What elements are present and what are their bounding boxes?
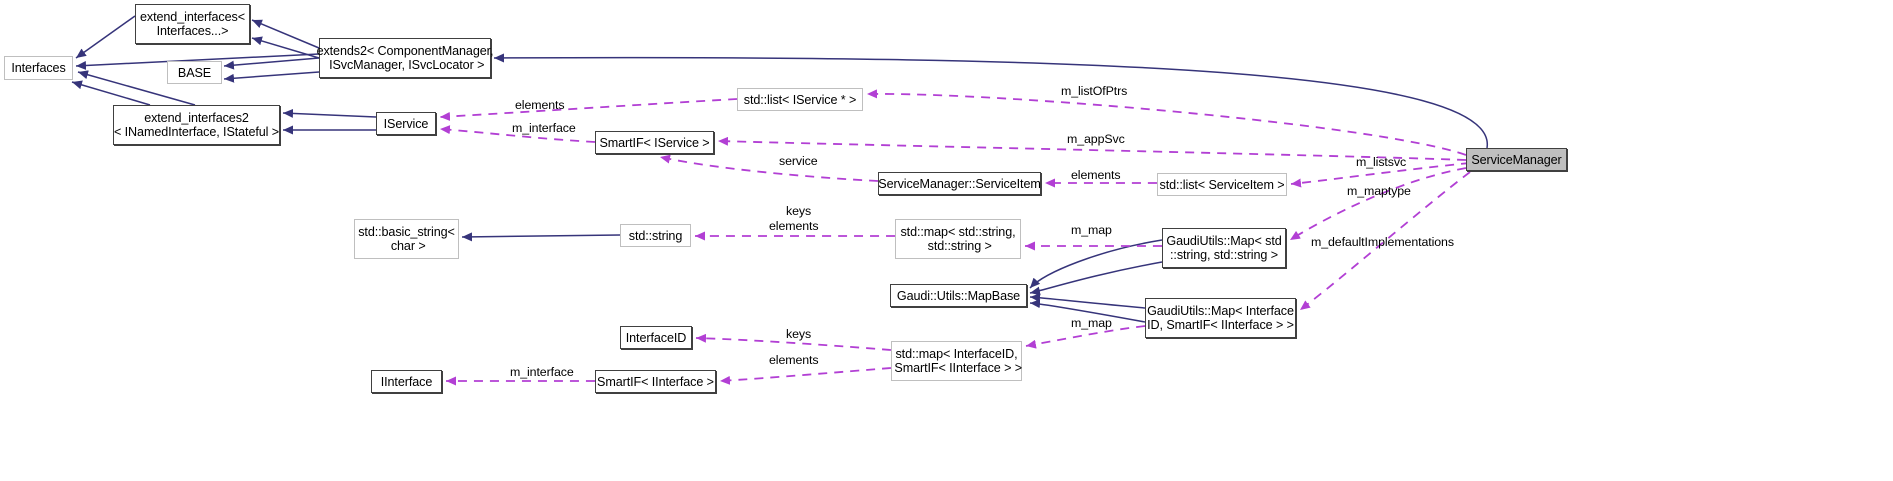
edge-label-keys-2: keys: [786, 327, 812, 341]
edge-map_if-to-mapbase-a: [1029, 293, 1146, 309]
edge-extends2-to-extend_interfaces-a: [251, 19, 320, 49]
class-node-mapbase[interactable]: Gaudi::Utils::MapBase: [890, 284, 1027, 307]
edge-label-elements-4: elements: [769, 353, 819, 367]
edge-label-m_listOfPtrs: m_listOfPtrs: [1061, 84, 1128, 98]
edge-iservice-to-extend_interfaces2-a: [282, 108, 377, 118]
edge-extends2-to-base-b: [223, 71, 320, 83]
class-node-interfaces[interactable]: Interfaces: [4, 56, 73, 80]
class-node-servicemanager[interactable]: ServiceManager: [1466, 148, 1567, 171]
edge-label-service: service: [779, 154, 818, 168]
edge-extends2-to-extend_interfaces-b: [251, 36, 320, 59]
edge-label-m_interface-2: m_interface: [510, 365, 574, 379]
edge-label-m_defaultImplementations: m_defaultImplementations: [1311, 235, 1454, 249]
class-node-serviceitem[interactable]: ServiceManager::ServiceItem: [878, 172, 1041, 195]
edge-list_iservice_ptr-to-iservice: [439, 98, 738, 121]
class-node-std_string[interactable]: std::string: [620, 224, 691, 247]
edge-extend_interfaces-to-interfaces: [75, 15, 136, 59]
edge-map_iid_smartif-to-smartif_iinterface: [719, 367, 892, 385]
edge-extend_interfaces2-to-interfaces-a: [71, 80, 151, 106]
edge-label-m_map-1: m_map: [1071, 223, 1112, 237]
class-node-extends2[interactable]: extends2< ComponentManager, ISvcManager,…: [317, 38, 494, 78]
class-node-extend_interfaces2[interactable]: extend_interfaces2 < INamedInterface, IS…: [113, 105, 280, 145]
class-node-smartif_iservice[interactable]: SmartIF< IService >: [595, 131, 714, 154]
class-node-extend_interfaces[interactable]: extend_interfaces< Interfaces...>: [135, 4, 250, 44]
class-node-list_iservice_ptr[interactable]: std::list< IService * >: [737, 88, 863, 111]
edge-label-elements-1: elements: [515, 98, 565, 112]
edge-map_ss-to-mapbase-b: [1029, 261, 1163, 296]
class-node-basic_string[interactable]: std::basic_string< char >: [354, 219, 459, 259]
class-node-iinterface[interactable]: IInterface: [371, 370, 442, 393]
edge-label-elements-3: elements: [769, 219, 819, 233]
class-node-gaudiutils_map_if[interactable]: GaudiUtils::Map< Interface ID, SmartIF< …: [1145, 298, 1296, 338]
edge-label-m_appSvc: m_appSvc: [1067, 132, 1125, 146]
edge-label-elements-2: elements: [1071, 168, 1121, 182]
class-node-interfaceid[interactable]: InterfaceID: [620, 326, 692, 349]
edge-serviceitem-to-smartif_iservice: [659, 154, 879, 182]
edge-servicemanager-to-list_iservice_ptr: [866, 89, 1467, 156]
edge-label-keys-1: keys: [786, 204, 812, 218]
class-node-map_string_string[interactable]: std::map< std::string, std::string >: [895, 219, 1021, 259]
edge-label-m_maptype: m_maptype: [1347, 184, 1411, 198]
edge-label-m_interface-1: m_interface: [512, 121, 576, 135]
class-node-base[interactable]: BASE: [167, 61, 222, 84]
edge-std_string-to-basic_string: [461, 232, 621, 242]
class-node-list_serviceitem[interactable]: std::list< ServiceItem >: [1157, 173, 1287, 196]
class-node-smartif_iinterface[interactable]: SmartIF< IInterface >: [595, 370, 716, 393]
class-node-iservice[interactable]: IService: [376, 112, 436, 135]
class-node-map_iid_smartif[interactable]: std::map< InterfaceID, SmartIF< IInterfa…: [891, 341, 1022, 381]
inheritance-edges: [71, 15, 1488, 323]
class-node-gaudiutils_map_ss[interactable]: GaudiUtils::Map< std ::string, std::stri…: [1162, 228, 1286, 268]
edge-label-m_listsvc: m_listsvc: [1356, 155, 1407, 169]
edge-label-m_map-2: m_map: [1071, 316, 1112, 330]
edge-servicemanager-to-gaudiutils_map_ss: [1289, 167, 1467, 241]
edge-map_ss-to-mapbase-a: [1029, 239, 1163, 289]
edge-extends2-to-base-a: [223, 57, 320, 70]
